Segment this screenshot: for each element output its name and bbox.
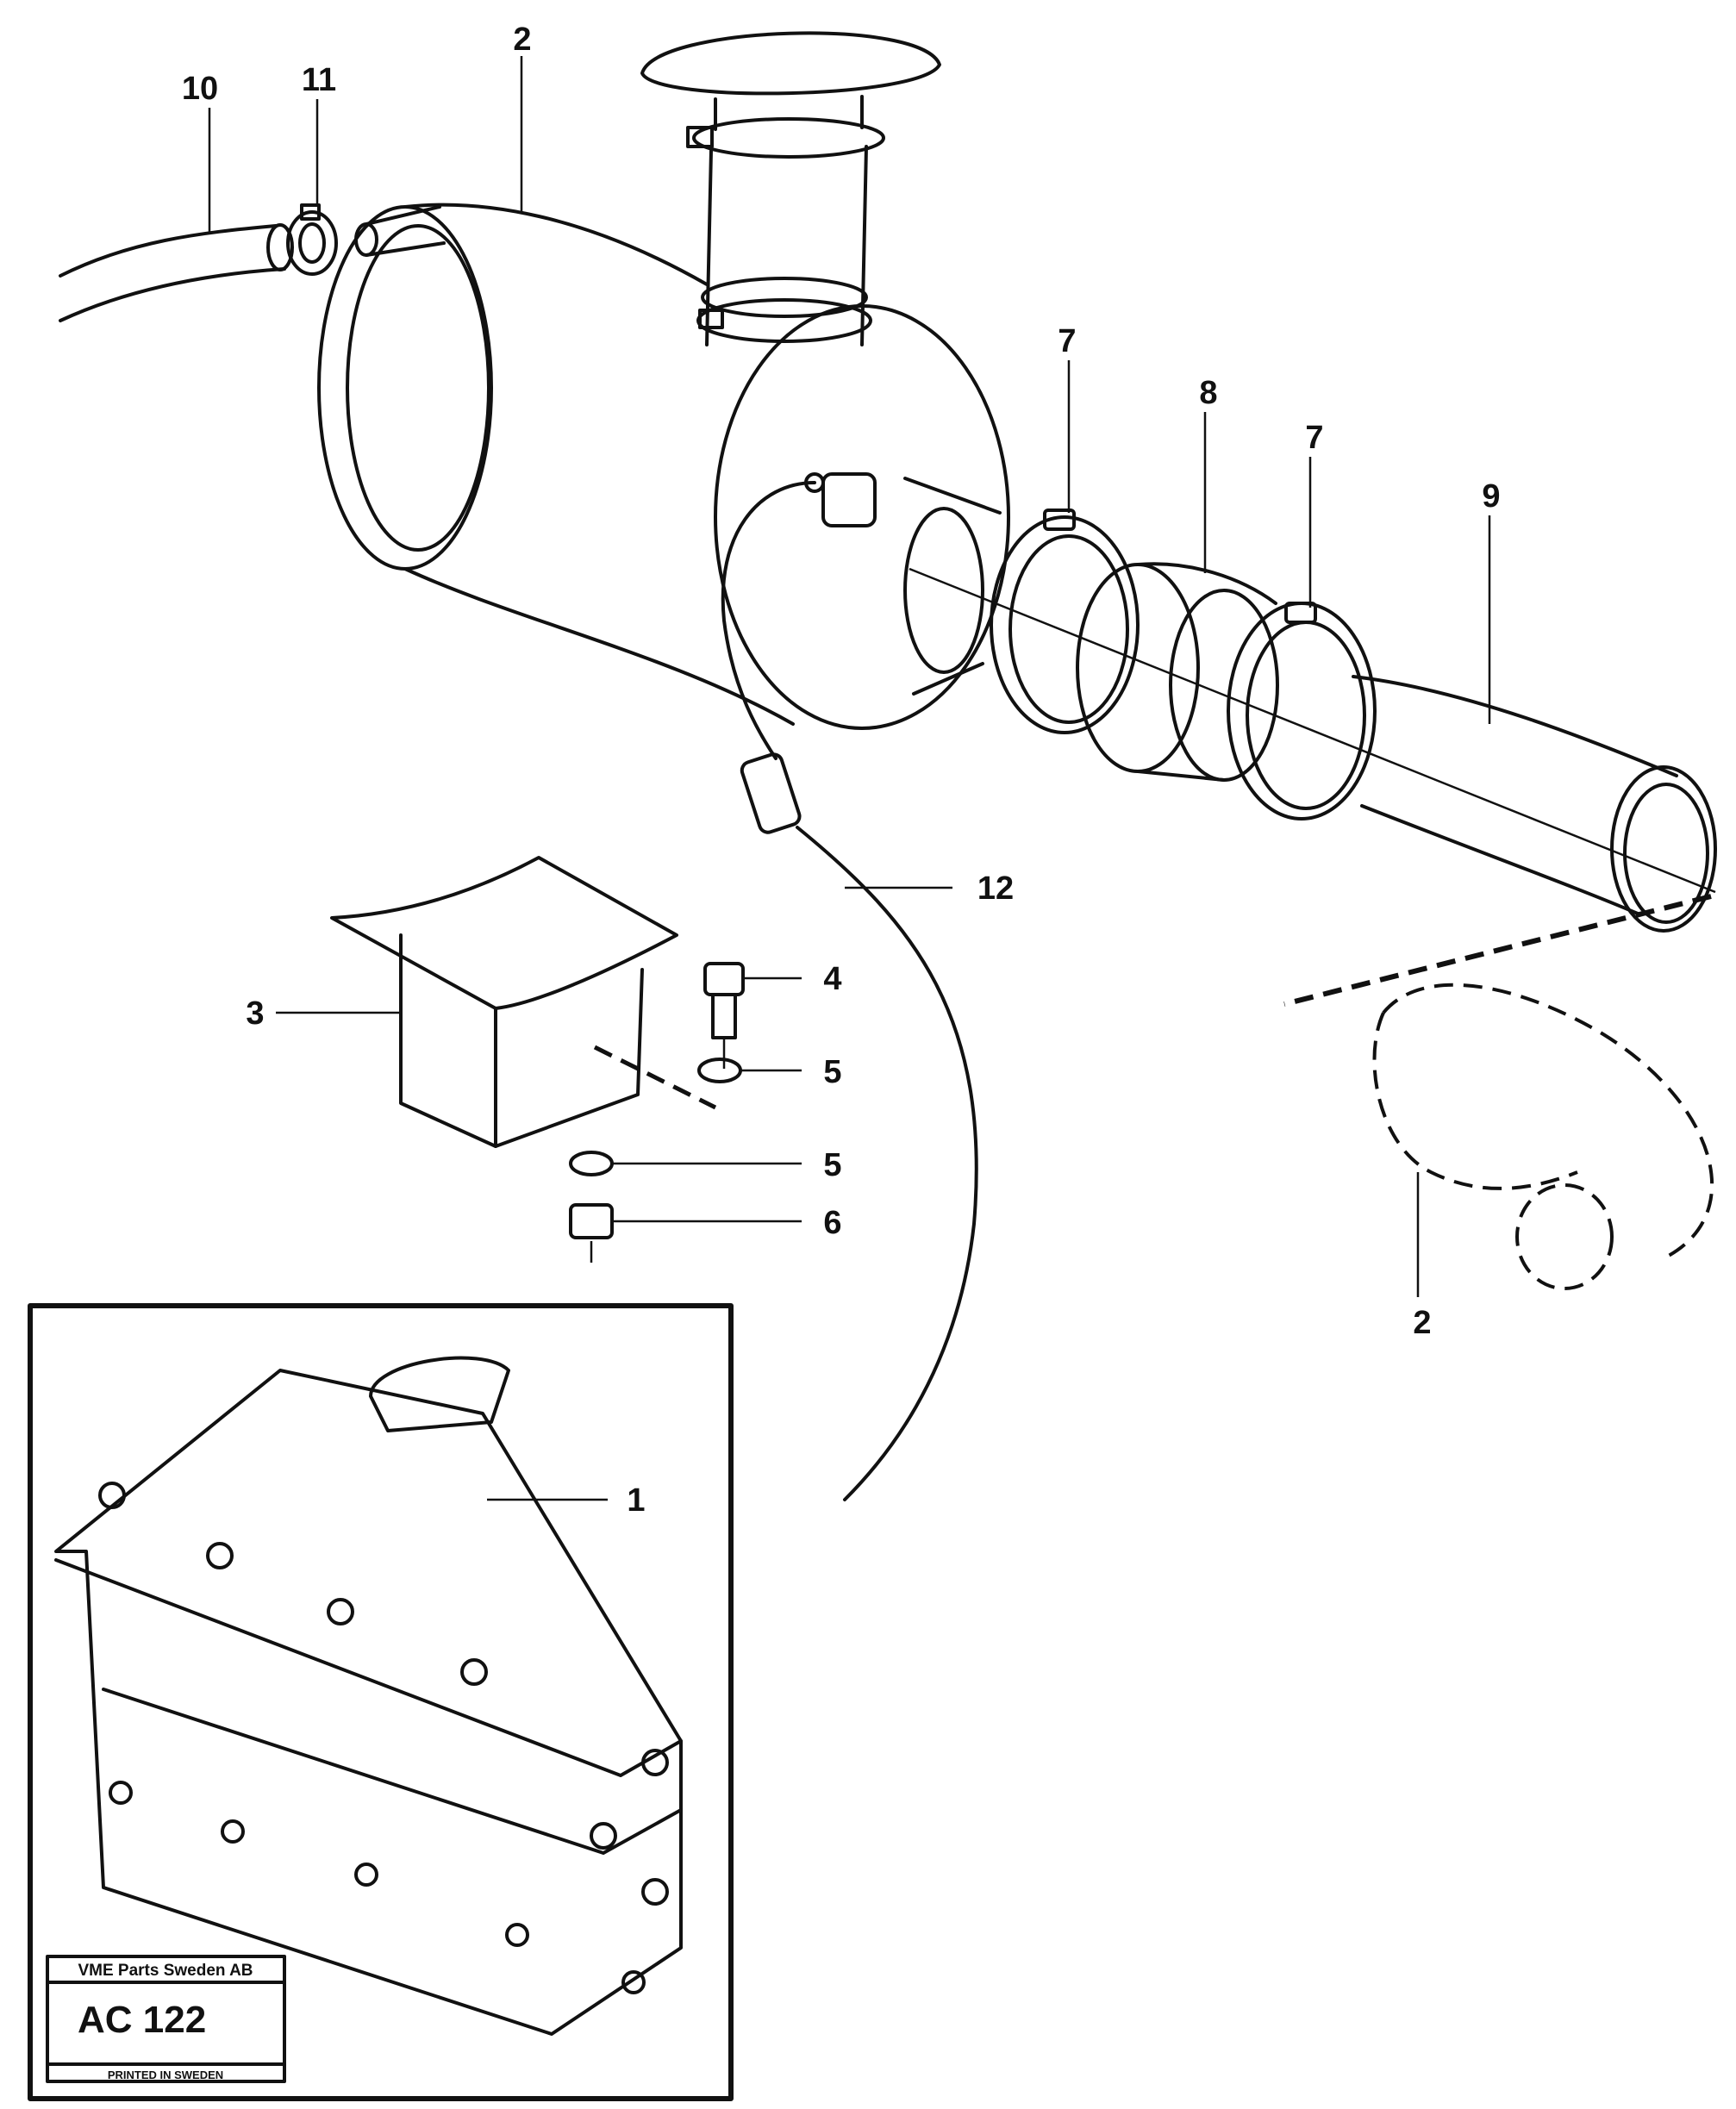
hose-clamp-part-11 (286, 203, 338, 276)
callout-2-bottom: 2 (1413, 1305, 1431, 1341)
connecting-hose-part-8 (1076, 562, 1279, 782)
callout-3: 3 (246, 995, 264, 1032)
callout-4: 4 (823, 961, 841, 997)
stamp-company: VME Parts Sweden AB (78, 1962, 253, 1980)
title-stamp: VME Parts Sweden AB AC 122 PRINTED IN SW… (46, 1955, 286, 2083)
stamp-printed: PRINTED IN SWEDEN (108, 2068, 223, 2081)
stamp-code: AC 122 (78, 1999, 206, 2041)
callout-11: 11 (302, 62, 336, 98)
elbow-hose-part-2-alternative (1372, 983, 1714, 1290)
inset-engine-view (28, 1303, 734, 2101)
callout-8: 8 (1199, 375, 1217, 411)
callout-2-top: 2 (513, 22, 531, 58)
callout-12: 12 (977, 870, 1014, 907)
air-pipe-part-9 (1352, 675, 1717, 933)
washer-part-5-lower (569, 1151, 614, 1176)
callout-1: 1 (627, 1482, 645, 1519)
hose-part-10 (59, 223, 294, 322)
sensor-cable-part-12 (721, 481, 978, 1501)
bracket-part-3 (330, 856, 717, 1148)
callout-9: 9 (1482, 478, 1500, 515)
rain-cap (640, 31, 941, 346)
washer-part-5-upper (697, 1058, 742, 1083)
callout-5-upper: 5 (823, 1054, 841, 1090)
callout-7-left: 7 (1058, 323, 1076, 359)
callouts: 10 11 2 7 8 7 9 12 3 4 5 5 6 2 1 (182, 22, 1501, 1519)
callout-10: 10 (182, 71, 218, 107)
dashed-connection (1283, 894, 1712, 1007)
pipe-clamp-part-7-right (1227, 602, 1377, 821)
bolt-part-4 (703, 962, 745, 1069)
air-filter-housing-part-2 (317, 203, 1010, 730)
pipe-clamp-part-7-left (990, 509, 1140, 734)
engine-part-1 (54, 1356, 683, 2036)
axis-line (909, 567, 1716, 894)
callout-6: 6 (823, 1205, 841, 1241)
nut-part-6 (569, 1203, 614, 1263)
callout-5-lower: 5 (823, 1147, 841, 1183)
leader-lines (208, 56, 1491, 1501)
callout-7-right: 7 (1305, 420, 1323, 456)
